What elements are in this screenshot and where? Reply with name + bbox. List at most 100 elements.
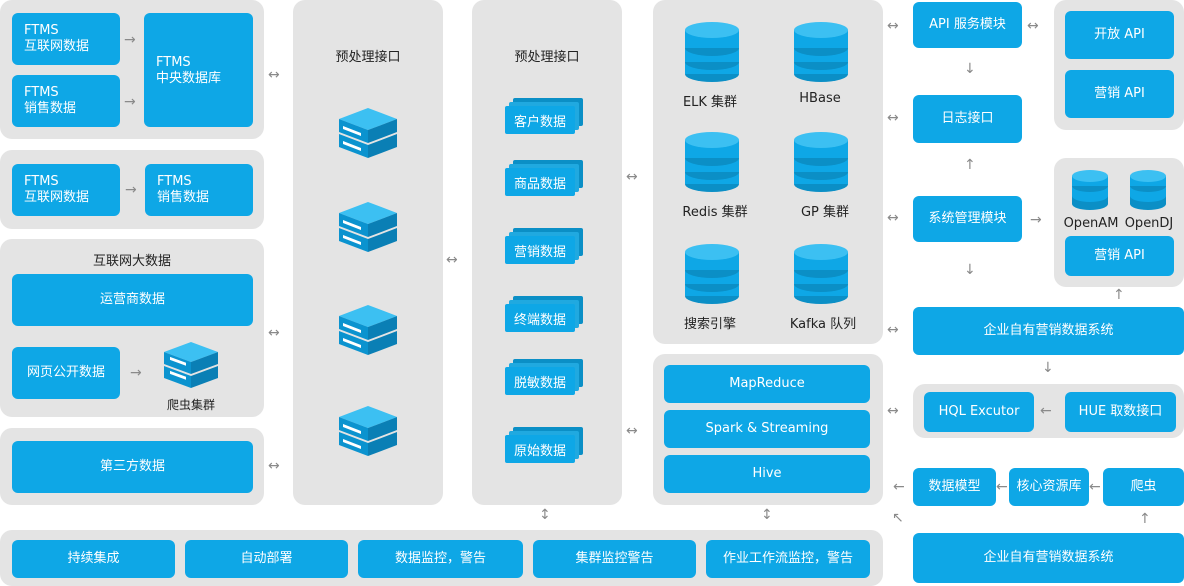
ftms-sales-data-box-2: FTMS 销售数据 <box>145 164 253 216</box>
log-interface-box: 日志接口 <box>913 95 1022 143</box>
bidirectional-arrow-icon: ↔ <box>887 322 899 338</box>
workflow-monitoring-alert-box: 作业工作流监控，警告 <box>706 540 870 578</box>
arrow-left-icon: ← <box>893 479 905 495</box>
ftms-central-db-label: FTMS 中央数据库 <box>156 55 222 86</box>
web-public-data-box: 网页公开数据 <box>12 347 120 399</box>
database-icon <box>685 22 739 82</box>
crawler-cluster-label: 爬虫集群 <box>166 398 215 412</box>
database-icon <box>794 22 848 82</box>
ftms-sales-data-label: FTMS 销售数据 <box>24 85 77 116</box>
ftms-internet-data-box: FTMS 互联网数据 <box>12 13 120 65</box>
hive-box: Hive <box>664 455 870 493</box>
bidirectional-arrow-icon: ↔ <box>887 210 899 226</box>
bidirectional-arrow-icon: ↔ <box>887 18 899 34</box>
spark-streaming-box: Spark & Streaming <box>664 410 870 448</box>
ftms-central-db-box: FTMS 中央数据库 <box>144 13 253 127</box>
product-data-card: 商品数据 <box>505 160 583 202</box>
redis-cluster-label: Redis 集群 <box>682 205 748 220</box>
data-monitoring-alert-box: 数据监控，警告 <box>358 540 523 578</box>
third-party-data-box: 第三方数据 <box>12 441 253 493</box>
preprocess-title-1: 预处理接口 <box>335 50 401 65</box>
hbase-label: HBase <box>799 91 841 106</box>
server-stack-icon <box>339 202 397 252</box>
raw-data-card: 原始数据 <box>505 427 583 469</box>
search-engine-label: 搜索引擎 <box>683 317 736 332</box>
enterprise-marketing-system-box-2: 企业自有营销数据系统 <box>913 533 1184 583</box>
terminal-data-label: 终端数据 <box>505 304 575 332</box>
api-service-module-box: API 服务模块 <box>913 2 1022 48</box>
arrow-right-icon: → <box>124 94 136 110</box>
bidirectional-arrow-icon: ↔ <box>268 67 280 83</box>
arrow-up-icon: ↑ <box>964 157 976 173</box>
bidirectional-arrow-icon: ↔ <box>446 252 458 268</box>
arrow-down-icon: ↓ <box>1042 360 1054 376</box>
database-icon <box>794 244 848 304</box>
ftms-internet-data-label-2: FTMS 互联网数据 <box>24 174 90 205</box>
bidirectional-vertical-arrow-icon: ↕ <box>761 507 773 523</box>
hue-fetch-interface-box: HUE 取数接口 <box>1065 392 1176 432</box>
preprocess-title-2: 预处理接口 <box>514 50 580 65</box>
data-model-box: 数据模型 <box>913 468 996 506</box>
gp-cluster-label: GP 集群 <box>800 205 850 220</box>
arrow-left-icon: ← <box>1089 479 1101 495</box>
bidirectional-arrow-icon: ↔ <box>1027 18 1039 34</box>
database-icon <box>685 132 739 192</box>
bidirectional-vertical-arrow-icon: ↕ <box>539 507 551 523</box>
enterprise-marketing-system-box-1: 企业自有营销数据系统 <box>913 307 1184 355</box>
hql-executor-box: HQL Excutor <box>924 392 1034 432</box>
product-data-label: 商品数据 <box>505 168 575 196</box>
arrow-right-icon: → <box>125 182 137 198</box>
continuous-integration-box: 持续集成 <box>12 540 175 578</box>
bidirectional-arrow-icon: ↔ <box>268 458 280 474</box>
openam-label: OpenAM <box>1063 216 1119 231</box>
masked-data-card: 脱敏数据 <box>505 359 583 401</box>
customer-data-label: 客户数据 <box>505 106 575 134</box>
opendj-label: OpenDJ <box>1124 216 1174 231</box>
raw-data-label: 原始数据 <box>505 435 575 463</box>
mapreduce-box: MapReduce <box>664 365 870 403</box>
server-stack-icon <box>339 108 397 158</box>
crawler-box: 爬虫 <box>1103 468 1184 506</box>
openam-database-icon <box>1072 170 1108 210</box>
cluster-monitoring-alert-box: 集群监控警告 <box>533 540 696 578</box>
arrow-up-icon: ↑ <box>1113 287 1125 303</box>
ftms-internet-data-box-2: FTMS 互联网数据 <box>12 164 120 216</box>
elk-cluster-label: ELK 集群 <box>682 95 738 110</box>
bidirectional-arrow-icon: ↔ <box>887 403 899 419</box>
ftms-internet-data-label: FTMS 互联网数据 <box>24 23 90 54</box>
arrow-up-left-icon: ↖ <box>892 510 904 526</box>
arrow-left-icon: ← <box>996 479 1008 495</box>
arrow-left-icon: ← <box>1040 403 1052 419</box>
customer-data-card: 客户数据 <box>505 98 583 140</box>
arrow-down-icon: ↓ <box>964 262 976 278</box>
open-api-box: 开放 API <box>1065 11 1174 59</box>
kafka-queue-label: Kafka 队列 <box>789 317 857 332</box>
system-management-module-box: 系统管理模块 <box>913 196 1022 242</box>
ftms-sales-data-label-2: FTMS 销售数据 <box>157 174 210 205</box>
arrow-up-icon: ↑ <box>1139 511 1151 527</box>
arrow-right-icon: → <box>1030 212 1042 228</box>
server-stack-icon <box>164 342 218 388</box>
opendj-database-icon <box>1130 170 1166 210</box>
bidirectional-arrow-icon: ↔ <box>887 110 899 126</box>
database-icon <box>794 132 848 192</box>
marketing-api-box-1: 营销 API <box>1065 70 1174 118</box>
marketing-api-box-2: 营销 API <box>1065 236 1174 276</box>
bidirectional-arrow-icon: ↔ <box>268 325 280 341</box>
terminal-data-card: 终端数据 <box>505 296 583 338</box>
core-resource-library-box: 核心资源库 <box>1009 468 1089 506</box>
arrow-right-icon: → <box>124 32 136 48</box>
bidirectional-arrow-icon: ↔ <box>626 169 638 185</box>
server-stack-icon <box>339 305 397 355</box>
marketing-data-label: 营销数据 <box>505 236 575 264</box>
arrow-right-icon: → <box>130 365 142 381</box>
marketing-data-card: 营销数据 <box>505 228 583 270</box>
server-stack-icon <box>339 406 397 456</box>
bidirectional-arrow-icon: ↔ <box>626 423 638 439</box>
ftms-sales-data-box: FTMS 销售数据 <box>12 75 120 127</box>
arrow-down-icon: ↓ <box>964 61 976 77</box>
masked-data-label: 脱敏数据 <box>505 367 575 395</box>
auto-deploy-box: 自动部署 <box>185 540 348 578</box>
database-icon <box>685 244 739 304</box>
internet-big-data-title: 互联网大数据 <box>92 254 171 269</box>
